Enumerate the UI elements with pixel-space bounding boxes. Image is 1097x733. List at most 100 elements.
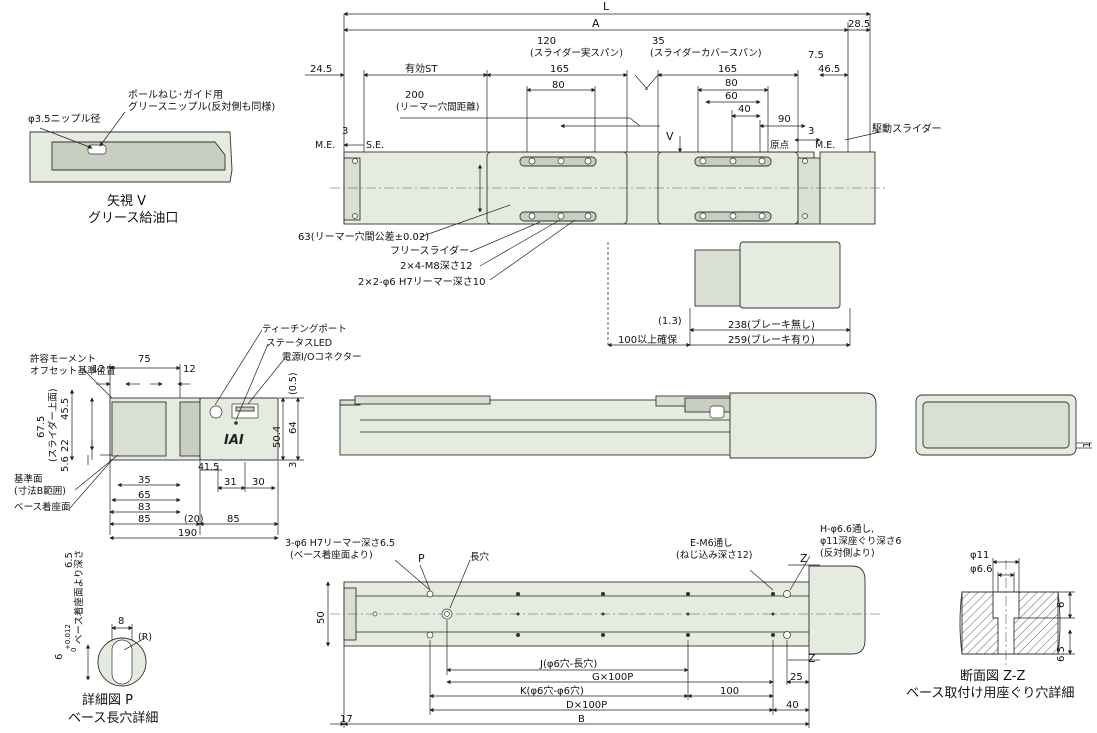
label-depth-from-base: ベース着座面より深さ — [73, 550, 85, 644]
label-section-z-bottom: Z — [808, 652, 816, 665]
dim-25: 25 — [790, 672, 803, 683]
label-moment-2: オフセット基準位置 — [30, 365, 116, 377]
dim-80-b: 80 — [725, 78, 738, 89]
dim-120: 120 — [537, 36, 556, 47]
label-base-seat: ベース着座面 — [14, 501, 71, 513]
view-v: φ3.5ニップル径 ボールねじ･ガイド用 グリースニップル(反対側も同様) 矢視… — [28, 89, 275, 226]
dim-200: 200 — [405, 90, 424, 101]
dim-tol-upper: +0.012 — [64, 624, 72, 650]
label-slot-hole: 長穴 — [470, 551, 490, 563]
label-m8-holes: 2×4-M8深さ12 — [400, 260, 472, 272]
dim-50: 50 — [316, 611, 327, 624]
dim-85-a: 85 — [138, 514, 151, 525]
dim-A: A — [592, 17, 600, 30]
dim-190: 190 — [178, 528, 197, 539]
view-v-title: 矢視 V — [107, 194, 146, 209]
label-view-v-arrow: V — [666, 130, 674, 143]
label-moment-1: 許容モーメント — [30, 353, 96, 365]
label-em6: E-M6通し — [690, 538, 733, 549]
label-h66-sub2: (反対側より) — [820, 547, 875, 559]
bottom-view: 3-φ6 H7リーマー深さ6.5 (ベース着座面より) P 長穴 E-M6通し … — [285, 524, 901, 728]
bottom-holes — [372, 590, 791, 639]
section-zz-title: 断面図 Z-Z — [960, 669, 1026, 684]
grease-nipple-icon — [87, 144, 107, 155]
label-reamer-3: 3-φ6 H7リーマー深さ6.5 — [285, 538, 395, 549]
motor-end-view: 1 — [915, 394, 1093, 456]
dim-slider-span: (スライダー実スパン) — [530, 47, 623, 59]
dim-G: G×100P — [592, 672, 633, 683]
dim-90: 90 — [778, 114, 791, 125]
dim-phi11: φ11 — [970, 550, 989, 561]
dim-1: 1 — [1082, 442, 1093, 448]
side-motor — [729, 392, 877, 459]
end-view: IAI ティーチングポート ステータスLED 電源I/Oコネクター 許容モーメン… — [14, 323, 362, 541]
label-h66: H-φ6.6通し, — [820, 524, 874, 535]
dim-0-5: (0.5) — [288, 372, 299, 395]
dim-30: 30 — [252, 477, 265, 488]
dim-ream-distance: (リーマー穴間距離) — [396, 101, 479, 113]
label-power-io: 電源I/Oコネクター — [282, 352, 362, 363]
dim-45-5: 45.5 — [60, 398, 71, 420]
motor-connector — [694, 249, 741, 307]
label-me-right: M.E. — [815, 140, 835, 151]
label-free-slider: フリースライダー — [390, 244, 469, 257]
dim-41-5: 41.5 — [198, 462, 219, 473]
detail-p-title: 詳細図 P — [82, 692, 133, 708]
label-status-led: ステータスLED — [266, 338, 332, 349]
dim-12-b: 12 — [183, 364, 196, 375]
motor-lower — [739, 241, 841, 309]
dim-12-a: 12 — [92, 364, 105, 375]
bottom-motor — [808, 565, 866, 655]
dim-100-clearance: 100以上確保 — [618, 333, 677, 346]
label-datum-range: (寸法B範囲) — [14, 485, 66, 497]
side-view — [339, 392, 877, 459]
label-teaching-port: ティーチングポート — [262, 323, 347, 335]
dim-100: 100 — [720, 686, 739, 697]
label-origin: 原点 — [770, 140, 790, 151]
dim-17: 17 — [340, 714, 353, 725]
dim-24-5: 24.5 — [310, 64, 332, 75]
dim-B: B — [578, 714, 585, 725]
end-rail — [179, 401, 201, 457]
view-v-rail — [51, 141, 226, 171]
dim-85-b: 85 — [227, 514, 240, 525]
label-drive-slider: 駆動スライダー — [872, 122, 942, 135]
dim-28-5: 28.5 — [848, 19, 870, 30]
label-ream-tolerance: 63(リーマー穴間公差±0.02) — [298, 230, 429, 243]
dim-6-zz: 6 — [1056, 602, 1067, 608]
dim-D: D×100P — [566, 700, 607, 711]
label-radius: (R) — [138, 632, 152, 643]
dim-60: 60 — [725, 91, 738, 102]
dim-cover-span: (スライダーカバースパン) — [650, 47, 762, 59]
nipple-diameter-label: φ3.5ニップル径 — [28, 112, 101, 125]
dim-J: J(φ6穴-長穴) — [539, 657, 597, 670]
label-detail-p: P — [418, 552, 425, 565]
dim-65: 65 — [138, 490, 151, 501]
detail-p-subtitle: ベース長穴詳細 — [68, 710, 158, 726]
dim-22: 22 — [60, 439, 71, 452]
dim-50-4: 50.4 — [272, 426, 283, 448]
top-left-cap — [343, 157, 361, 221]
dim-6-5-depth: 6.5 — [64, 552, 75, 568]
grease-nipple-label-1: ボールねじ･ガイド用 — [128, 89, 223, 101]
label-em6-sub: (ねじ込み深さ12) — [676, 550, 753, 561]
dim-3-a: 3 — [342, 126, 348, 137]
section-zz-subtitle: ベース取付け用座ぐり穴詳細 — [906, 685, 1074, 701]
dim-L: L — [603, 0, 610, 13]
drive-end — [797, 157, 821, 225]
top-view: L A 28.5 24.5 有効ST 120 (スライダー実スパン) 35 (ス… — [298, 0, 942, 348]
label-h66-sub: φ11深座ぐり深さ6 — [820, 535, 901, 547]
dim-64: 64 — [288, 421, 299, 434]
label-slider-top: (スライダー上面) — [47, 388, 59, 462]
dim-effective-stroke: 有効ST — [405, 62, 438, 75]
label-me-left: M.E. — [315, 140, 335, 151]
grease-nipple-label-2: グリースニップル(反対側も同様) — [128, 100, 275, 113]
detail-p: 8 (R) 6.5 ベース着座面より深さ 6 +0.012 0 詳細図 P ベー… — [54, 550, 158, 726]
dim-K: K(φ6穴-φ6穴) — [520, 684, 584, 697]
dim-46-5: 46.5 — [818, 64, 840, 75]
side-base — [339, 399, 731, 456]
dim-165-a: 165 — [550, 64, 569, 75]
dim-7-5: 7.5 — [808, 50, 824, 61]
